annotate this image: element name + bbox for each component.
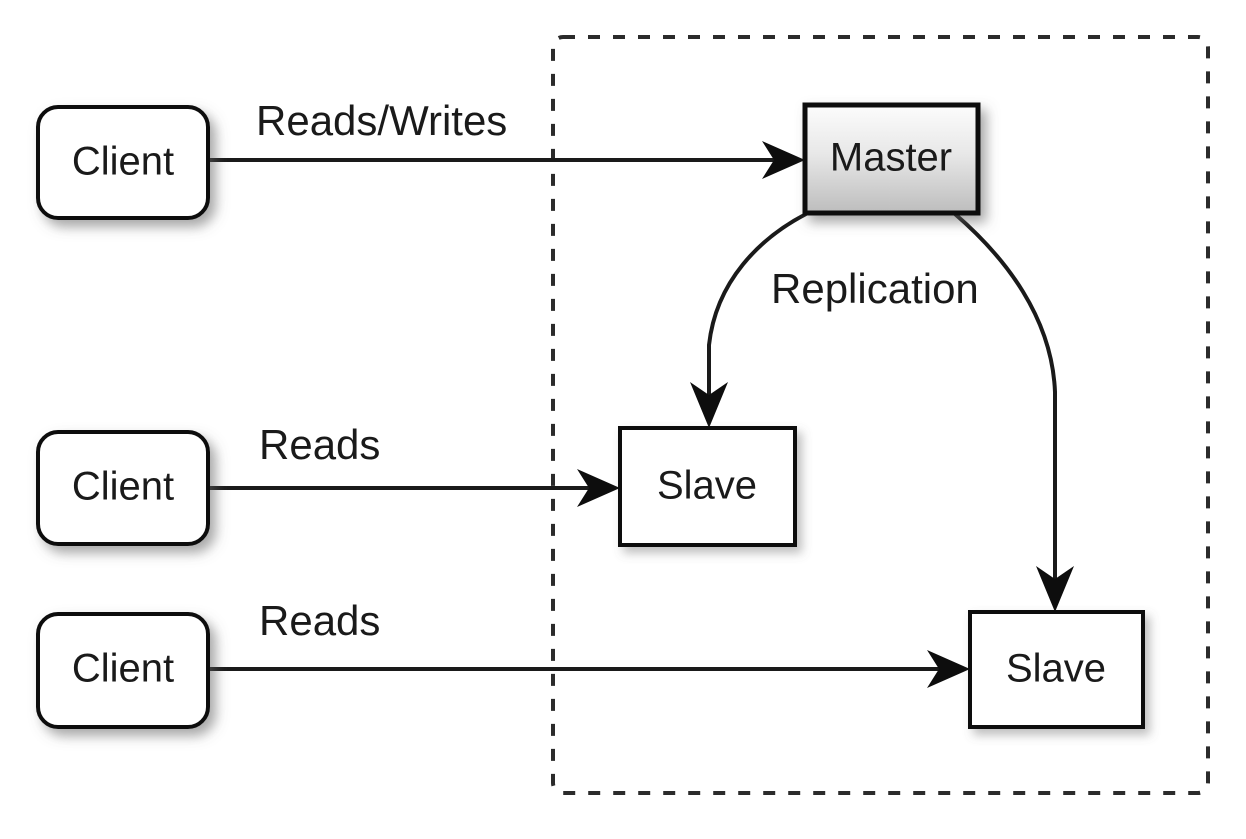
arrowhead-icon xyxy=(690,382,728,428)
node-slave-1[interactable]: Slave xyxy=(618,426,797,547)
edge-label-reads-writes: Reads/Writes xyxy=(256,97,507,144)
node-label: Slave xyxy=(1006,647,1106,691)
node-slave-2[interactable]: Slave xyxy=(968,610,1145,729)
edge-master-slave2 xyxy=(953,212,1074,612)
client-box[interactable] xyxy=(36,612,210,729)
slave-box[interactable] xyxy=(968,610,1145,729)
arrowhead-icon xyxy=(762,141,805,179)
client-box[interactable] xyxy=(36,105,210,220)
node-label: Slave xyxy=(657,464,757,508)
master-box[interactable] xyxy=(802,102,981,216)
slave-box[interactable] xyxy=(618,426,797,547)
edge-master-slave1 xyxy=(690,212,807,428)
node-client-2[interactable]: Client xyxy=(36,430,210,546)
edge-label-reads-slave2: Reads xyxy=(259,597,380,644)
arrowhead-icon xyxy=(1036,566,1074,612)
node-label: Client xyxy=(72,140,174,184)
edge-client1-master xyxy=(208,141,805,179)
edge-label-replication: Replication xyxy=(771,265,979,312)
node-client-1[interactable]: Client xyxy=(36,105,210,220)
arrowhead-icon xyxy=(577,469,620,507)
node-label: Master xyxy=(830,136,952,180)
edge-client2-slave1 xyxy=(208,469,620,507)
node-master[interactable]: Master xyxy=(802,102,981,216)
edge-curve xyxy=(707,212,807,405)
node-client-3[interactable]: Client xyxy=(36,612,210,729)
client-box[interactable] xyxy=(36,430,210,546)
node-label: Client xyxy=(72,647,174,691)
edge-curve xyxy=(953,212,1057,588)
arrowhead-icon xyxy=(927,650,970,688)
edge-label-reads-slave1: Reads xyxy=(259,421,380,468)
edge-client3-slave2 xyxy=(208,650,970,688)
node-label: Client xyxy=(72,465,174,509)
